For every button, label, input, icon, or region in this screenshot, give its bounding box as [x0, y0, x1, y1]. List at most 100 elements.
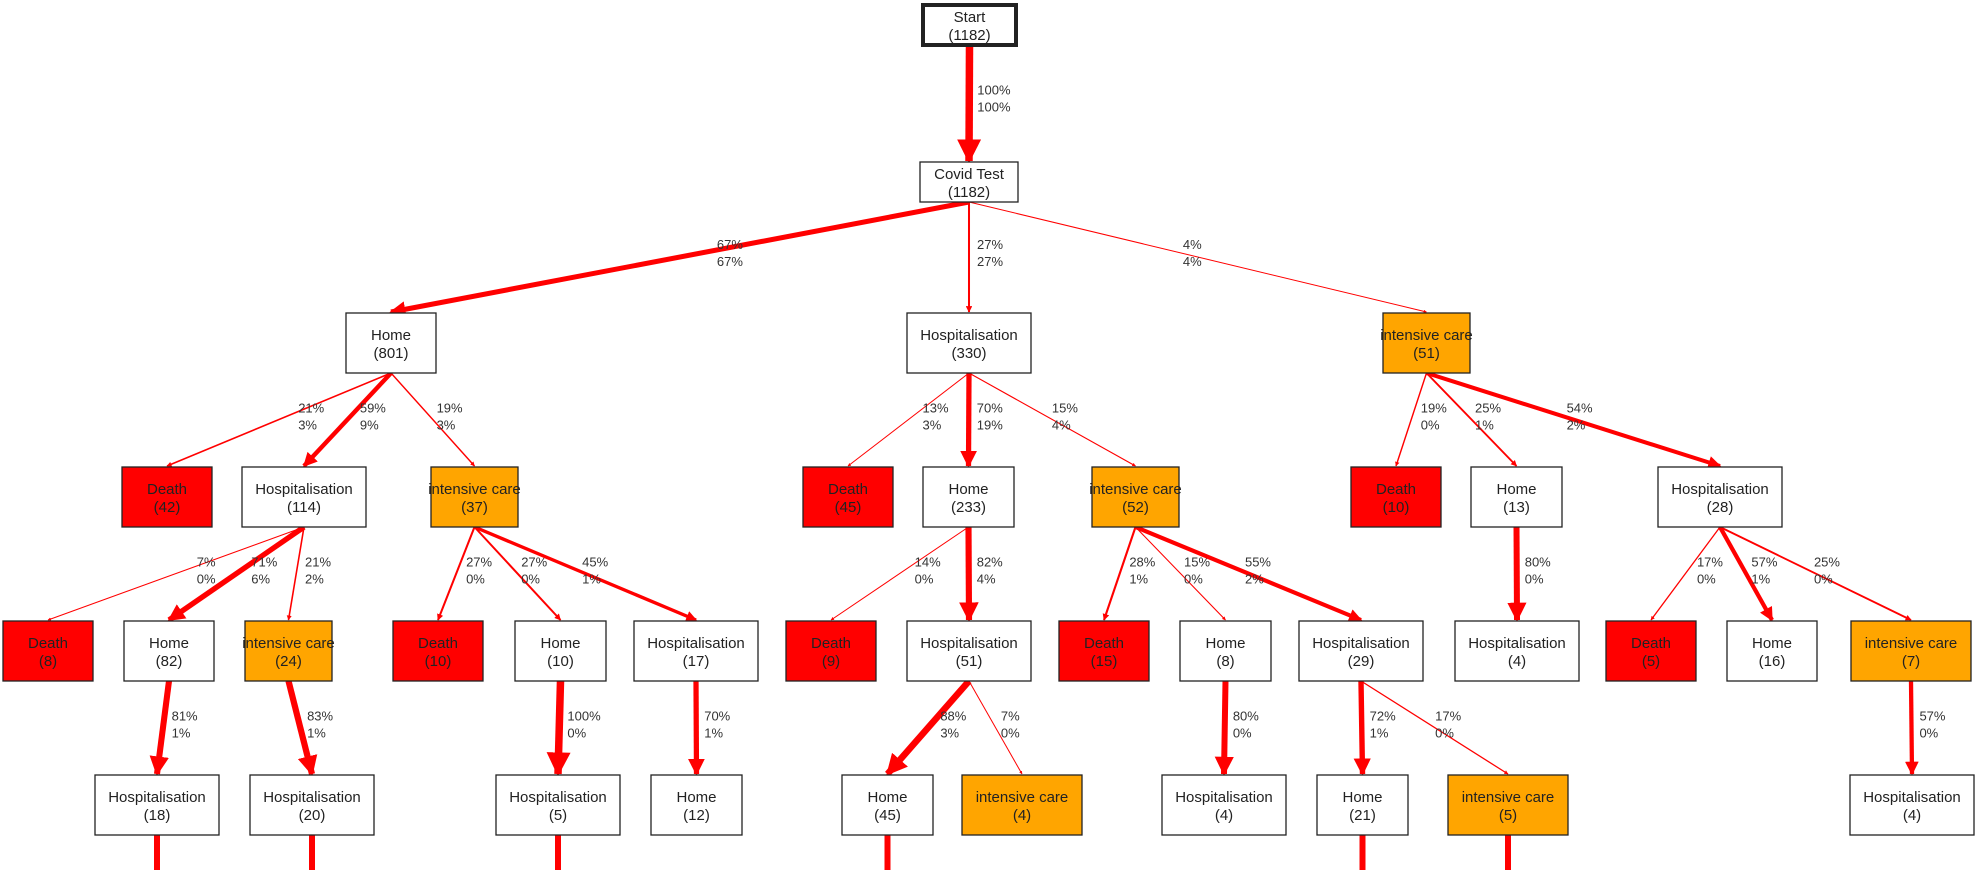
- edge-arrow: [885, 678, 972, 777]
- transition-edge: 82%4%: [959, 526, 1003, 622]
- edge-arrow: [1134, 525, 1363, 622]
- edge-label-percent: 80%: [1525, 554, 1551, 569]
- node-count: (16): [1759, 653, 1786, 670]
- node-box: [1058, 620, 1150, 682]
- node-name: Hospitalisation: [1175, 789, 1273, 806]
- edge-arrow: [302, 371, 393, 468]
- state-node: Hospitalisation(5): [495, 774, 621, 836]
- node-count: (29): [1348, 653, 1375, 670]
- state-node: Home(13): [1470, 466, 1563, 528]
- state-node: Covid Test(1182): [919, 161, 1019, 203]
- transition-edge: 7%0%: [968, 680, 1023, 775]
- edge-label-share: 1%: [1129, 571, 1148, 586]
- node-count: (5): [1642, 653, 1660, 670]
- edge-arrow: [1360, 680, 1509, 775]
- node-count: (10): [425, 653, 452, 670]
- state-node: Hospitalisation(18): [94, 774, 220, 836]
- edge-label-percent: 21%: [298, 400, 324, 415]
- node-name: Home: [676, 789, 716, 806]
- node-box: [1316, 774, 1409, 836]
- node-name: Home: [1342, 789, 1382, 806]
- node-name: Home: [867, 789, 907, 806]
- node-count: (12): [683, 807, 710, 824]
- transition-edge: 17%0%: [1360, 680, 1509, 775]
- node-count: (45): [835, 499, 862, 516]
- transition-edge: 19%3%: [390, 372, 476, 467]
- node-count: (13): [1503, 499, 1530, 516]
- node-name: Hospitalisation: [1863, 789, 1961, 806]
- edge-label-share: 1%: [172, 725, 191, 740]
- node-name: Death: [1084, 635, 1124, 652]
- edge-label-percent: 15%: [1052, 400, 1078, 415]
- edge-label-share: 27%: [977, 254, 1003, 269]
- node-count: (45): [874, 807, 901, 824]
- edge-label-share: 1%: [1751, 571, 1770, 586]
- node-name: Home: [149, 635, 189, 652]
- node-box: [921, 3, 1018, 47]
- transition-edge: 7%0%: [47, 526, 305, 621]
- edge-label-percent: 55%: [1245, 554, 1271, 569]
- edge-label-percent: 88%: [940, 708, 966, 723]
- edge-label-share: 6%: [251, 571, 270, 586]
- edge-label-share: 0%: [1697, 571, 1716, 586]
- state-node: Home(16): [1726, 620, 1818, 682]
- node-box: [802, 466, 894, 528]
- transition-edge: 27%0%: [437, 526, 493, 621]
- state-node: Home(233): [922, 466, 1015, 528]
- edge-arrow: [286, 526, 305, 621]
- transition-edge: 71%6%: [167, 524, 306, 623]
- edge-arrow: [968, 372, 1136, 467]
- node-count: (4): [1903, 807, 1921, 824]
- edge-arrow: [1507, 526, 1527, 622]
- state-node: Hospitalisation(51): [906, 620, 1032, 682]
- edge-label-percent: 19%: [437, 400, 463, 415]
- transition-edge: 59%9%: [302, 371, 393, 468]
- state-node: Home(10): [514, 620, 607, 682]
- node-name: Death: [1376, 481, 1416, 498]
- transition-edge: 80%0%: [1507, 526, 1551, 622]
- node-name: Hospitalisation: [263, 789, 361, 806]
- transition-edge: 80%0%: [1214, 680, 1259, 776]
- node-box: [785, 620, 877, 682]
- edge-arrow: [847, 372, 970, 467]
- node-count: (5): [549, 807, 567, 824]
- node-name: Death: [828, 481, 868, 498]
- edge-arrow: [437, 526, 476, 621]
- node-name: Hospitalisation: [108, 789, 206, 806]
- edge-label-percent: 4%: [1183, 237, 1202, 252]
- edge-arrow: [473, 526, 562, 621]
- edge-label-percent: 100%: [567, 708, 601, 723]
- node-count: (114): [287, 499, 321, 516]
- edge-arrow: [968, 201, 1427, 313]
- node-count: (7): [1902, 653, 1920, 670]
- state-node: intensive care(7): [1850, 620, 1972, 682]
- node-count: (28): [1707, 499, 1734, 516]
- state-node: Home(82): [123, 620, 215, 682]
- edge-label-share: 0%: [1814, 571, 1833, 586]
- node-name: Death: [1631, 635, 1671, 652]
- edge-label-share: 1%: [307, 725, 326, 740]
- edge-label-share: 2%: [305, 571, 324, 586]
- state-node: Death(45): [802, 466, 894, 528]
- transition-edge: 100%0%: [546, 680, 601, 777]
- node-count: (8): [39, 653, 57, 670]
- node-box: [1447, 774, 1569, 836]
- edge-label-percent: 100%: [977, 83, 1011, 98]
- node-count: (17): [683, 653, 710, 670]
- state-node: Death(5): [1605, 620, 1697, 682]
- edge-arrow: [960, 372, 977, 468]
- edge-label-percent: 80%: [1233, 708, 1259, 723]
- edge-arrow: [957, 44, 982, 164]
- transition-edge: 21%3%: [166, 372, 392, 467]
- edge-arrow: [1719, 526, 1912, 621]
- node-count: (52): [1122, 499, 1149, 516]
- edge-arrow: [1650, 526, 1721, 621]
- node-box: [123, 620, 215, 682]
- node-box: [1350, 466, 1442, 528]
- node-name: intensive care: [1865, 635, 1958, 652]
- transition-edge: 15%4%: [968, 372, 1136, 467]
- edge-label-share: 67%: [717, 254, 743, 269]
- edge-arrow: [473, 525, 697, 622]
- node-name: Death: [28, 635, 68, 652]
- edge-arrow: [968, 680, 1023, 775]
